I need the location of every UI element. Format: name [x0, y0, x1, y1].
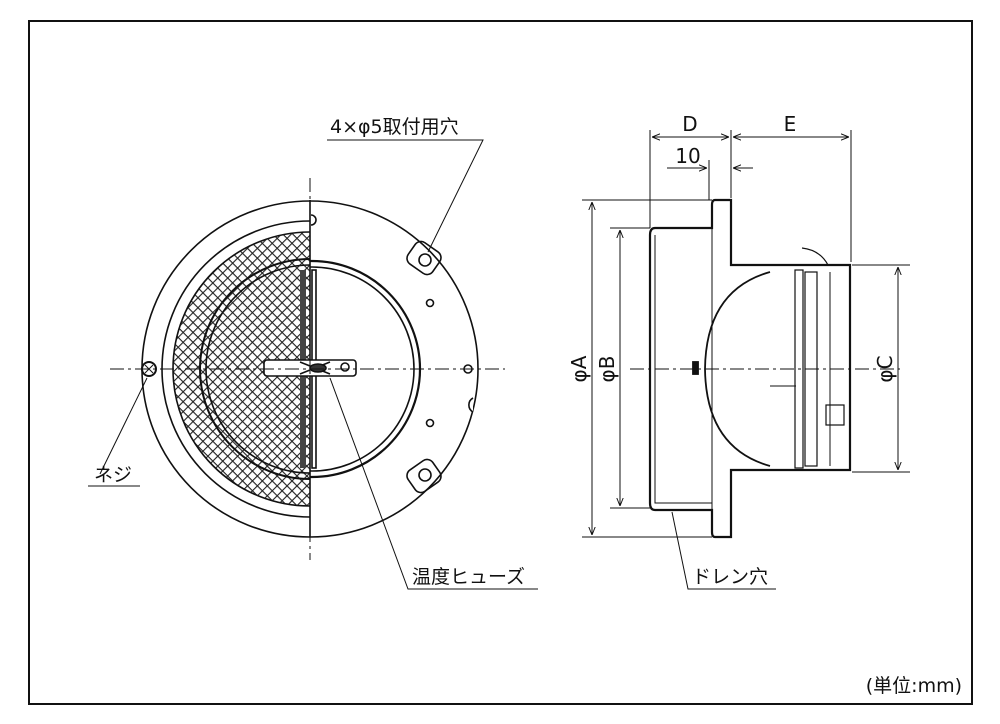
- dim-d-label: D: [682, 112, 697, 136]
- dim-phi-a-label: φA: [567, 355, 591, 382]
- thermal-fuse: [263, 359, 357, 377]
- drawing-frame: [28, 20, 973, 705]
- drain-hole-callout: ドレン穴: [692, 566, 768, 588]
- mounting-hole-bottom: [406, 458, 442, 494]
- front-view: [110, 178, 505, 560]
- thermal-fuse-callout: 温度ヒューズ: [412, 566, 525, 588]
- leader-lines: [88, 139, 776, 590]
- dim-phi-b-label: φB: [595, 356, 619, 383]
- side-view: [630, 198, 900, 539]
- dim-phi-c-label: φC: [873, 355, 897, 382]
- screw-callout: ネジ: [94, 464, 132, 486]
- mounting-hole-top: [406, 240, 442, 276]
- dim-10-label: 10: [675, 144, 700, 168]
- dimension-lines: [582, 130, 910, 538]
- mounting-holes-callout: 4×φ5取付用穴: [330, 116, 459, 138]
- dim-e-label: E: [784, 112, 797, 136]
- unit-note: (単位:mm): [866, 675, 962, 697]
